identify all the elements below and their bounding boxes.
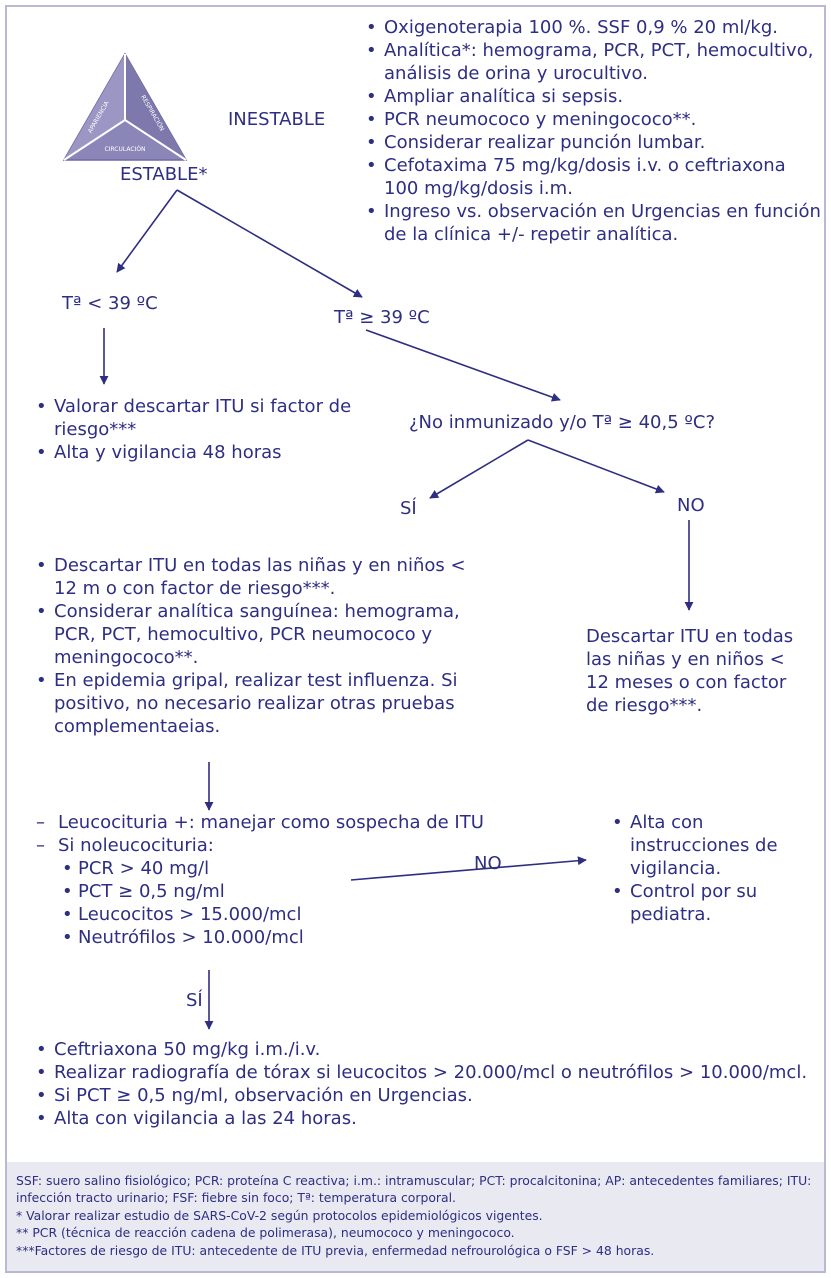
footnote-3: ***Factores de riesgo de ITU: antecedent… [16, 1242, 655, 1258]
list-item: Considerar realizar punción lumbar. [366, 131, 824, 154]
flowchart-frame [5, 5, 826, 1273]
list-item: Leucocituria +: manejar como sospecha de… [36, 811, 518, 834]
list-item: Control por su pediatra. [612, 880, 820, 926]
list-item: Leucocitos > 15.000/mcl [62, 903, 518, 926]
arrow-question-to-no [527, 439, 665, 494]
list-item: Ceftriaxona 50 mg/kg i.m./i.v. [36, 1038, 831, 1061]
footer-notes: SSF: suero salino fisiológico; PCR: prot… [16, 1172, 816, 1259]
final-action-list: Ceftriaxona 50 mg/kg i.m./i.v. Realizar … [36, 1038, 831, 1130]
arrow-high-to-question [365, 329, 561, 402]
list-item: Descartar ITU en todas las niñas y en ni… [36, 554, 474, 600]
discharge-list: Alta con instrucciones de vigilancia. Co… [612, 811, 820, 926]
list-item: Analítica*: hemograma, PCR, PCT, hemocul… [366, 39, 824, 85]
list-item: Alta con vigilancia a las 24 horas. [36, 1107, 831, 1130]
criteria-list: PCR > 40 mg/l PCT ≥ 0,5 ng/ml Leucocitos… [58, 857, 518, 949]
list-item: Si noleucocituria: PCR > 40 mg/l PCT ≥ 0… [36, 834, 518, 949]
list-item: Considerar analítica sanguínea: hemogram… [36, 600, 474, 669]
arrow-estable-to-low [116, 189, 178, 273]
list-item: Neutrófilos > 10.000/mcl [62, 926, 518, 949]
inestable-action-list: Oxigenoterapia 100 %. SSF 0,9 % 20 ml/kg… [366, 16, 824, 246]
list-item: Si PCT ≥ 0,5 ng/ml, observación en Urgen… [36, 1084, 831, 1107]
list-item: PCR > 40 mg/l [62, 857, 518, 880]
inestable-label: INESTABLE [228, 109, 326, 130]
list-item: Alta y vigilancia 48 horas [36, 441, 354, 464]
list-item: Ingreso vs. observación en Urgencias en … [366, 200, 824, 246]
question-label: ¿No inmunizado y/o Tª ≥ 40,5 ºC? [409, 412, 716, 433]
si-label: SÍ [400, 498, 417, 519]
logo-label-circulacion: CIRCULACIÓN [104, 146, 145, 153]
list-item: PCT ≥ 0,5 ng/ml [62, 880, 518, 903]
list-item: Oxigenoterapia 100 %. SSF 0,9 % 20 ml/kg… [366, 16, 824, 39]
list-item: Alta con instrucciones de vigilancia. [612, 811, 820, 880]
footer-panel [7, 1162, 824, 1271]
abbreviations-note: SSF: suero salino fisiológico; PCR: prot… [16, 1173, 812, 1206]
temp-high-label: Tª ≥ 39 ºC [334, 307, 430, 328]
si-action-list: Descartar ITU en todas las niñas y en ni… [36, 554, 474, 738]
low-temp-action-list: Valorar descartar ITU si factor de riesg… [36, 395, 354, 464]
no-leucocituria-label: Si noleucocituria: [58, 835, 214, 856]
list-item: En epidemia gripal, realizar test influe… [36, 669, 474, 738]
list-item: Ampliar analítica si sepsis. [366, 85, 824, 108]
list-item: Valorar descartar ITU si factor de riesg… [36, 395, 354, 441]
eval-no-label: NO [474, 853, 502, 874]
estable-label: ESTABLE* [120, 164, 208, 185]
eval-si-label: SÍ [186, 990, 203, 1011]
temp-low-label: Tª < 39 ºC [62, 293, 158, 314]
arrow-question-to-si [429, 439, 529, 499]
pediatric-triangle-logo: APARIENCIA RESPIRACIÓN CIRCULACIÓN [62, 52, 188, 161]
no-action-text: Descartar ITU en todas las niñas y en ni… [586, 626, 794, 716]
list-item: Realizar radiografía de tórax si leucoci… [36, 1061, 831, 1084]
arrow-estable-to-high [176, 189, 363, 298]
no-label: NO [677, 495, 705, 516]
list-item: Cefotaxima 75 mg/kg/dosis i.v. o ceftria… [366, 154, 824, 200]
list-item: PCR neumococo y meningococo**. [366, 108, 824, 131]
evaluation-list: Leucocituria +: manejar como sospecha de… [36, 811, 518, 949]
footnote-2: ** PCR (técnica de reacción cadena de po… [16, 1225, 515, 1241]
footnote-1: * Valorar realizar estudio de SARS-CoV-2… [16, 1207, 543, 1223]
